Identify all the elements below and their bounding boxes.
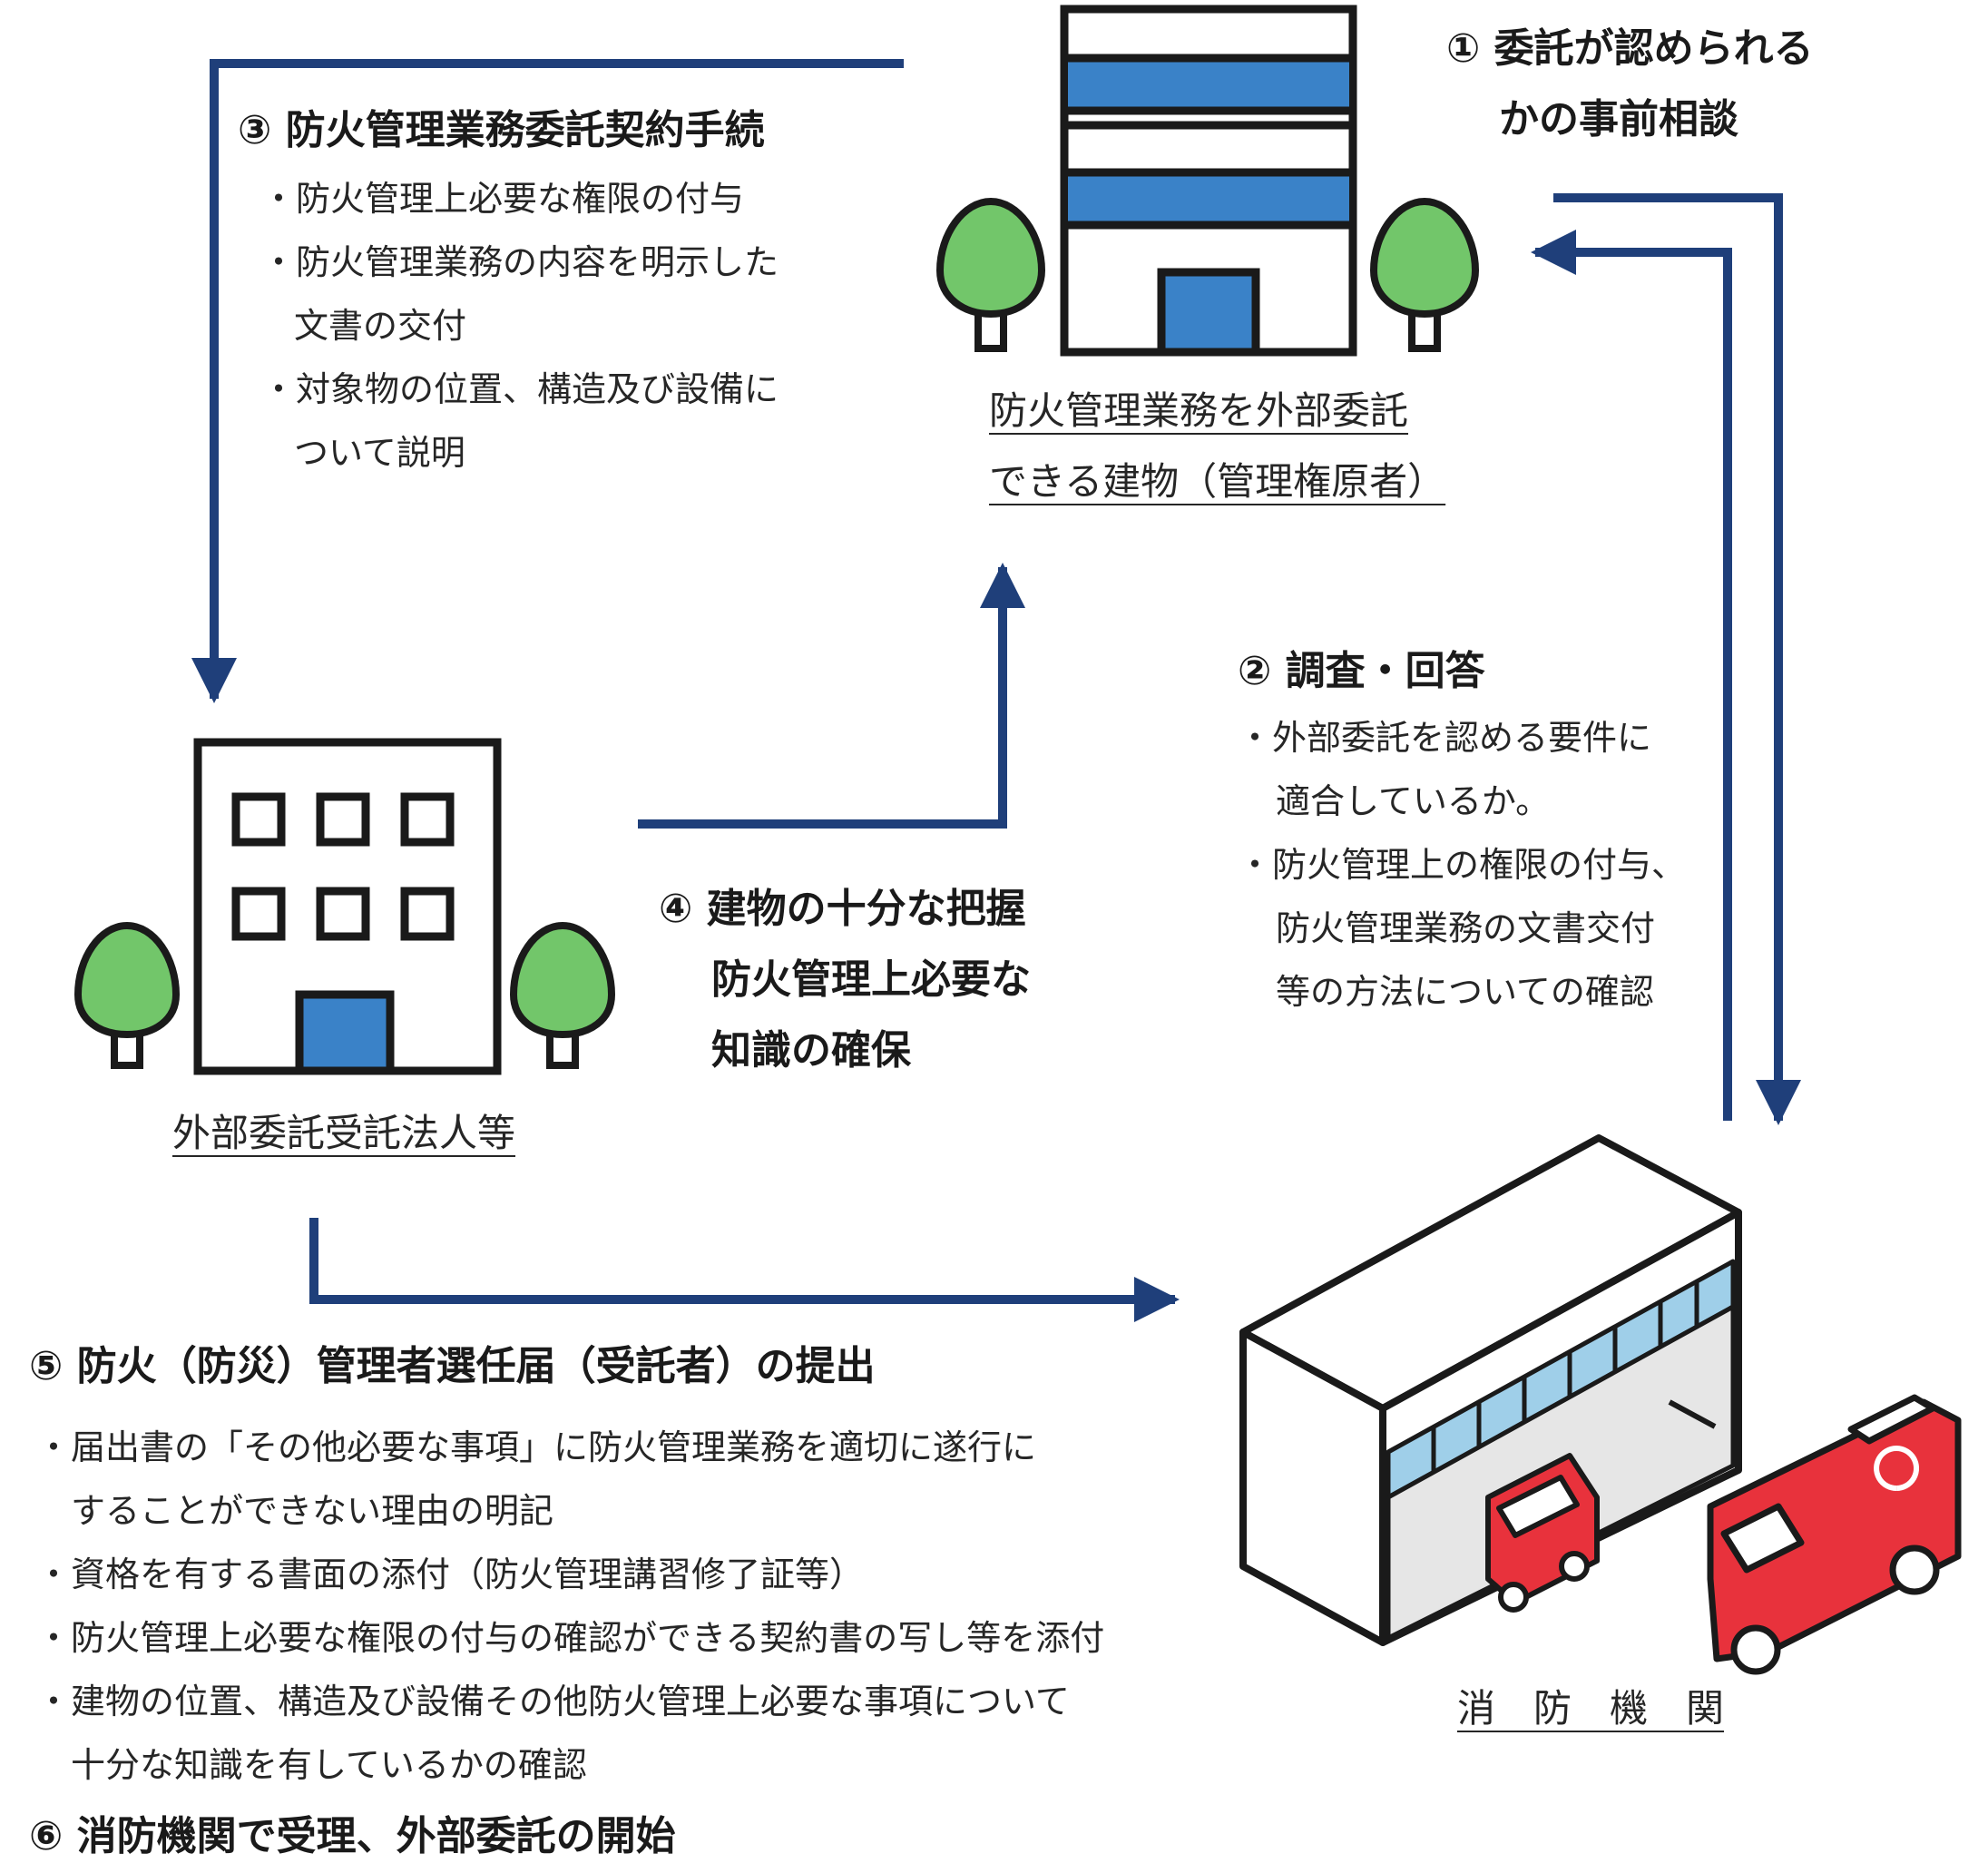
arrow-step5	[309, 1218, 1180, 1322]
arrow-step1	[1553, 193, 1801, 1125]
step5-item: 十分な知識を有しているかの確認	[71, 1745, 587, 1785]
step1-title: ① 委託が認められる	[1446, 25, 1814, 72]
step4-line2: 防火管理上必要な	[711, 956, 1031, 1003]
fire-truck-icon	[1485, 1453, 1600, 1613]
step5-title: ⑤ 防火（防災）管理者選任届（受託者）の提出	[29, 1343, 876, 1389]
contractor-building-icon	[193, 738, 502, 1075]
step5-item: ・建物の位置、構造及び設備その他防火管理上必要な事項について	[36, 1682, 1070, 1721]
arrow-step3	[191, 59, 904, 703]
contractor-label: 外部委託受託法人等	[172, 1111, 516, 1155]
step2-title: ② 調査・回答	[1238, 648, 1485, 694]
tree-icon	[509, 921, 616, 1069]
arrow-step2	[1531, 230, 1732, 1121]
step5-item: ・届出書の「その他必要な事項」に防火管理業務を適切に遂行に	[36, 1427, 1037, 1467]
step5-item: ・資格を有する書面の添付（防火管理講習修了証等）	[36, 1554, 865, 1594]
step3-item: ついて説明	[294, 433, 465, 473]
step4-line3: 知識の確保	[711, 1027, 911, 1074]
step2-item: ・外部委託を認める要件に	[1238, 718, 1652, 758]
step3-title: ③ 防火管理業務委託契約手続	[238, 107, 765, 153]
step3-item: ・防火管理業務の内容を明示した	[261, 242, 779, 282]
step2-item: 等の方法についての確認	[1276, 972, 1654, 1012]
step5-item: することができない理由の明記	[71, 1491, 554, 1531]
step4-title: ④ 建物の十分な把握	[659, 886, 1026, 932]
step5-item: ・防火管理上必要な権限の付与の確認ができる契約書の写し等を添付	[36, 1618, 1105, 1658]
owner-label-line1: 防火管理業務を外部委託	[989, 388, 1409, 433]
arrow-step4	[638, 563, 1025, 829]
fire-truck-icon	[1707, 1394, 1962, 1675]
step3-item: 文書の交付	[294, 306, 467, 346]
step2-item: 防火管理業務の文書交付	[1276, 908, 1656, 948]
step2-item: ・防火管理上の権限の付与、	[1238, 845, 1687, 885]
step1-title-line2: かの事前相談	[1499, 96, 1738, 142]
step3-item: ・対象物の位置、構造及び設備に	[261, 369, 779, 409]
fire-dept-label: 消 防 機 関	[1457, 1686, 1725, 1731]
tree-icon	[935, 197, 1046, 352]
step2-item: 適合しているか。	[1276, 781, 1551, 821]
step3-item: ・防火管理上必要な権限の付与	[261, 179, 745, 219]
owner-building-icon	[1060, 5, 1357, 357]
step6-title: ⑥ 消防機関で受理、外部委託の開始	[29, 1813, 676, 1859]
tree-icon	[73, 921, 181, 1069]
tree-icon	[1369, 197, 1480, 352]
owner-label-line2: できる建物（管理権原者）	[989, 459, 1446, 504]
